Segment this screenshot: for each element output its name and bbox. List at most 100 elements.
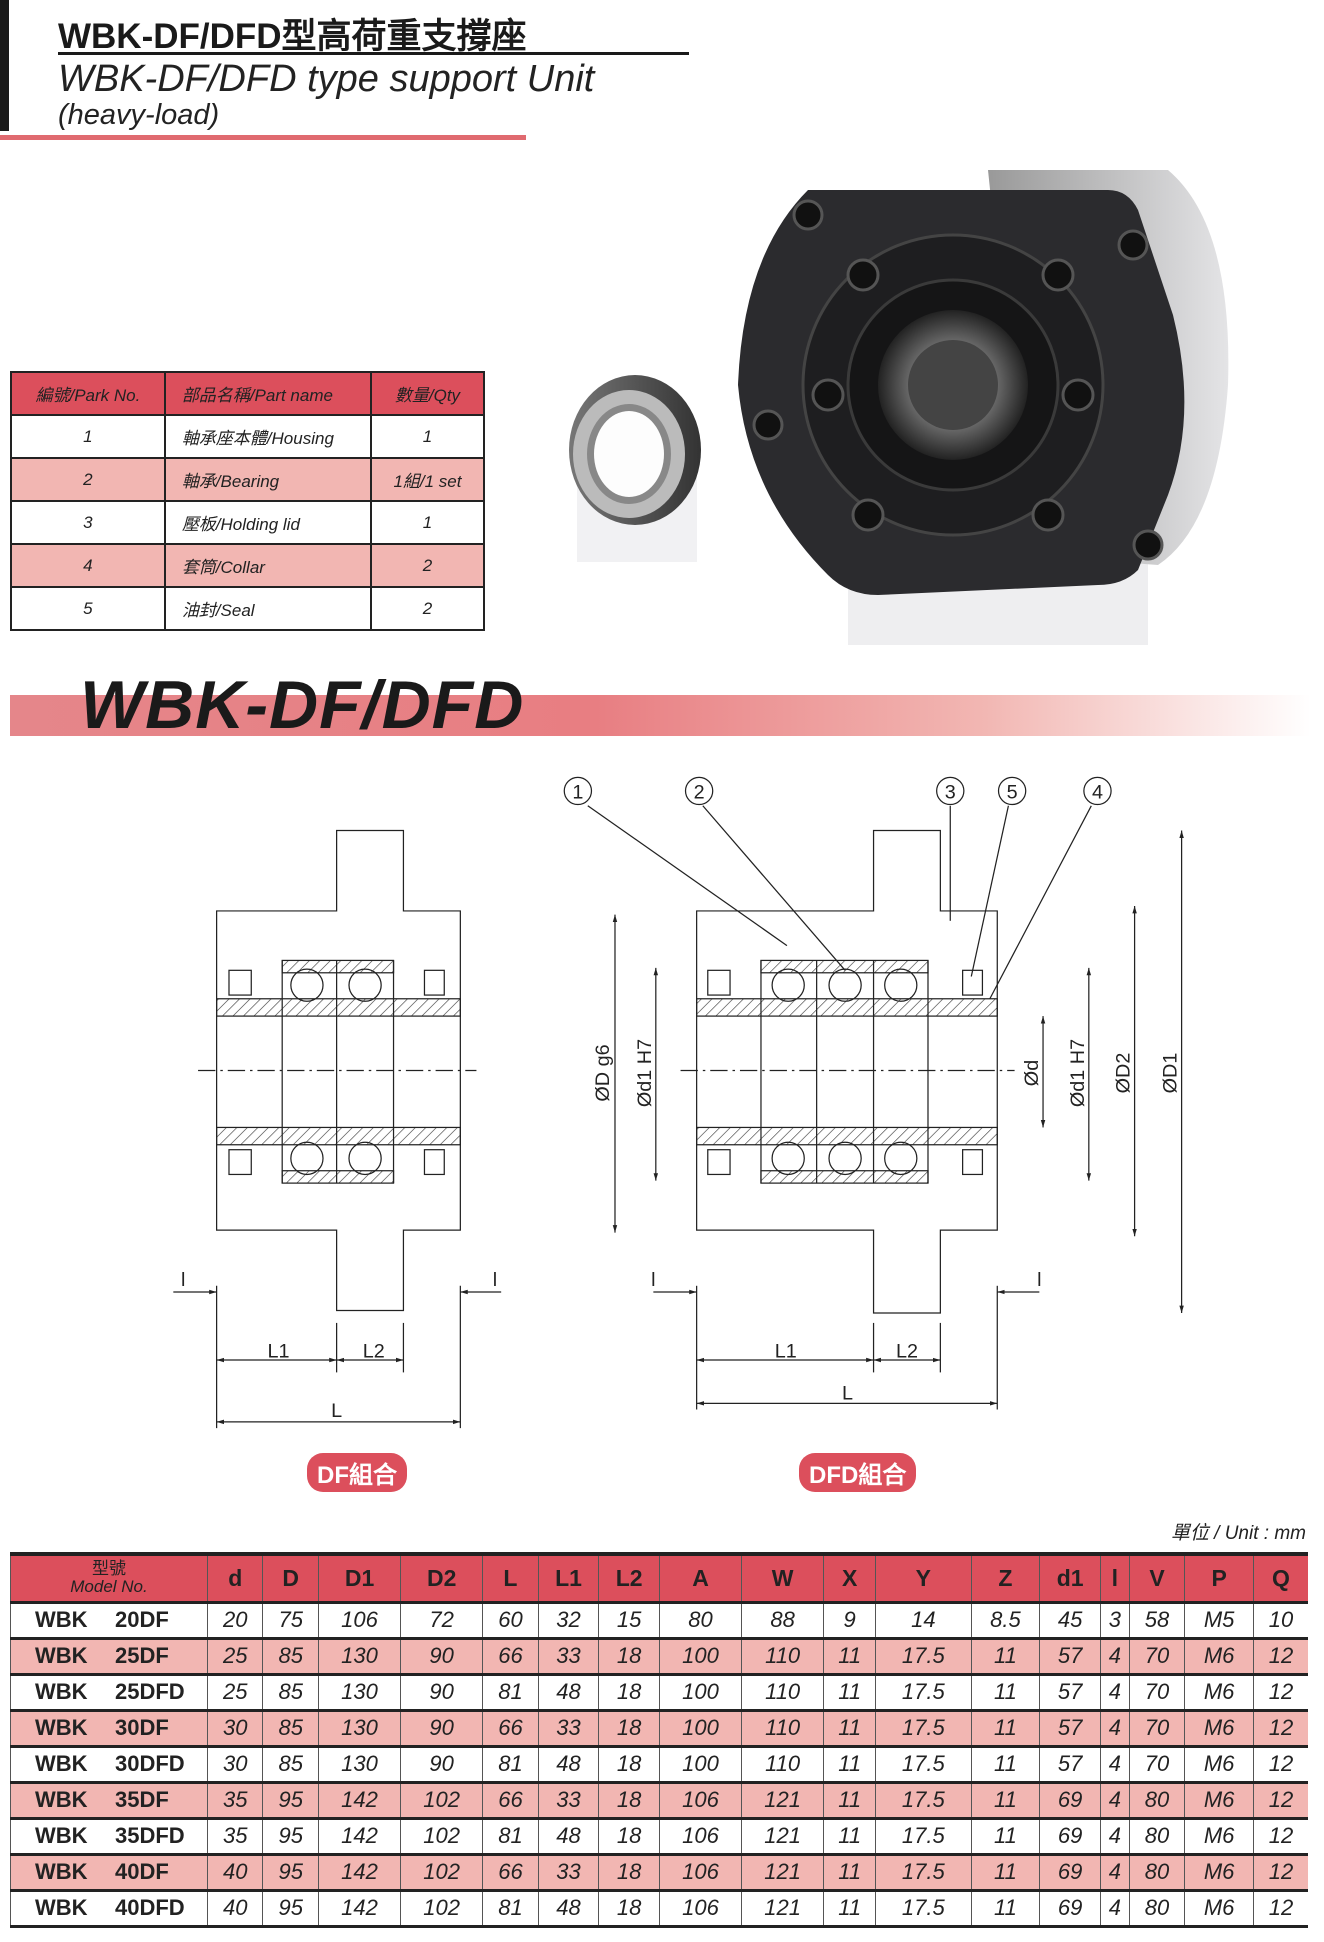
spec-cell: 95 xyxy=(262,1854,319,1892)
spec-cell: 35 xyxy=(206,1818,263,1856)
spec-cell: 18 xyxy=(598,1746,660,1784)
model-name: 30DF xyxy=(115,1715,169,1740)
parts-header-cell: 編號/Park No. xyxy=(10,371,166,416)
spec-cell: 40 xyxy=(206,1890,263,1928)
spec-header-d: d xyxy=(206,1552,263,1604)
spec-cell: M6 xyxy=(1184,1638,1254,1676)
model-name: 25DFD xyxy=(115,1679,185,1704)
spec-cell: 57 xyxy=(1039,1746,1101,1784)
spec-cell: 106 xyxy=(658,1890,742,1928)
spec-cell: 14 xyxy=(875,1602,972,1640)
spec-cell: 15 xyxy=(598,1602,660,1640)
model-prefix: WBK xyxy=(35,1787,88,1812)
dim-D: ØD g6 xyxy=(592,1044,614,1101)
spec-cell: 85 xyxy=(262,1710,319,1748)
spec-cell: 142 xyxy=(317,1890,401,1928)
spec-cell: 8.5 xyxy=(970,1602,1040,1640)
spec-cell: 4 xyxy=(1099,1710,1130,1748)
spec-cell: 70 xyxy=(1128,1638,1185,1676)
page-subtitle-2: (heavy-load) xyxy=(58,99,220,131)
spec-cell: 17.5 xyxy=(875,1890,972,1928)
spec-header-A: A xyxy=(658,1552,742,1604)
spec-cell: 12 xyxy=(1252,1746,1308,1784)
dim-d1: Ød1 H7 xyxy=(634,1039,656,1107)
spec-cell: 4 xyxy=(1099,1854,1130,1892)
spec-cell: 18 xyxy=(598,1710,660,1748)
spec-cell: 12 xyxy=(1252,1890,1308,1928)
parts-header-cell: 部品名稱/Part name xyxy=(163,371,372,416)
spec-cell: 70 xyxy=(1128,1674,1185,1712)
spec-cell: 33 xyxy=(537,1854,599,1892)
left-accent-bar xyxy=(0,0,9,131)
spec-cell: 95 xyxy=(262,1890,319,1928)
spec-cell: 70 xyxy=(1128,1746,1185,1784)
spec-cell: 3 xyxy=(1099,1602,1130,1640)
spec-header-l: l xyxy=(1099,1552,1130,1604)
spec-cell: 18 xyxy=(598,1638,660,1676)
spec-cell: 130 xyxy=(317,1674,401,1712)
spec-cell: 4 xyxy=(1099,1638,1130,1676)
spec-header-Z: Z xyxy=(970,1552,1040,1604)
spec-cell: 90 xyxy=(400,1746,483,1784)
dfd-l-right-label: l xyxy=(1037,1269,1041,1291)
lock-nut-photo xyxy=(569,375,701,562)
spec-cell: 66 xyxy=(482,1854,539,1892)
spec-cell: 85 xyxy=(262,1674,319,1712)
model-name: 20DF xyxy=(115,1607,169,1632)
spec-cell: 12 xyxy=(1252,1782,1308,1820)
spec-cell: 81 xyxy=(482,1746,539,1784)
dim-d: Ød xyxy=(1021,1060,1043,1086)
spec-cell: 11 xyxy=(970,1638,1040,1676)
spec-cell: 11 xyxy=(970,1818,1040,1856)
spec-cell: 18 xyxy=(598,1782,660,1820)
spec-cell: 4 xyxy=(1099,1746,1130,1784)
parts-cell: 套筒/Collar xyxy=(163,543,372,588)
spec-cell: 48 xyxy=(537,1818,599,1856)
spec-cell: 81 xyxy=(482,1890,539,1928)
spec-cell: 12 xyxy=(1252,1854,1308,1892)
callout-2: 2 xyxy=(694,781,705,803)
spec-cell: 130 xyxy=(317,1746,401,1784)
spec-cell: 121 xyxy=(741,1818,824,1856)
spec-cell: 4 xyxy=(1099,1782,1130,1820)
df-L-label: L xyxy=(331,1400,342,1422)
parts-cell: 軸承座本體/Housing xyxy=(163,414,372,459)
spec-cell: 106 xyxy=(658,1782,742,1820)
model-name: 25DF xyxy=(115,1643,169,1668)
spec-cell: M6 xyxy=(1184,1746,1254,1784)
spec-cell: 80 xyxy=(1128,1890,1185,1928)
spec-cell: 142 xyxy=(317,1782,401,1820)
spec-header-Y: Y xyxy=(875,1552,972,1604)
spec-cell: 80 xyxy=(1128,1854,1185,1892)
spec-cell: 106 xyxy=(658,1854,742,1892)
spec-header-d1: d1 xyxy=(1039,1552,1101,1604)
spec-cell: 10 xyxy=(1252,1602,1308,1640)
spec-cell: 17.5 xyxy=(875,1746,972,1784)
spec-header-V: V xyxy=(1128,1552,1185,1604)
parts-cell: 油封/Seal xyxy=(163,586,372,631)
parts-cell: 壓板/Holding lid xyxy=(163,500,372,545)
spec-cell: 88 xyxy=(741,1602,824,1640)
model-prefix: WBK xyxy=(35,1823,88,1848)
spec-cell: 130 xyxy=(317,1638,401,1676)
spec-cell: M6 xyxy=(1184,1782,1254,1820)
callout-3: 3 xyxy=(945,781,956,803)
spec-cell: 11 xyxy=(970,1746,1040,1784)
spec-cell: 12 xyxy=(1252,1710,1308,1748)
spec-cell: 60 xyxy=(482,1602,539,1640)
spec-header-D: D xyxy=(262,1552,319,1604)
spec-cell: M6 xyxy=(1184,1890,1254,1928)
spec-cell: M6 xyxy=(1184,1818,1254,1856)
page-subtitle: WBK-DF/DFD type support Unit xyxy=(58,58,595,100)
spec-cell: 11 xyxy=(970,1890,1040,1928)
dfd-L1-label: L1 xyxy=(775,1341,797,1363)
spec-cell: 72 xyxy=(400,1602,483,1640)
spec-cell: 35 xyxy=(206,1782,263,1820)
spec-cell: 102 xyxy=(400,1890,483,1928)
